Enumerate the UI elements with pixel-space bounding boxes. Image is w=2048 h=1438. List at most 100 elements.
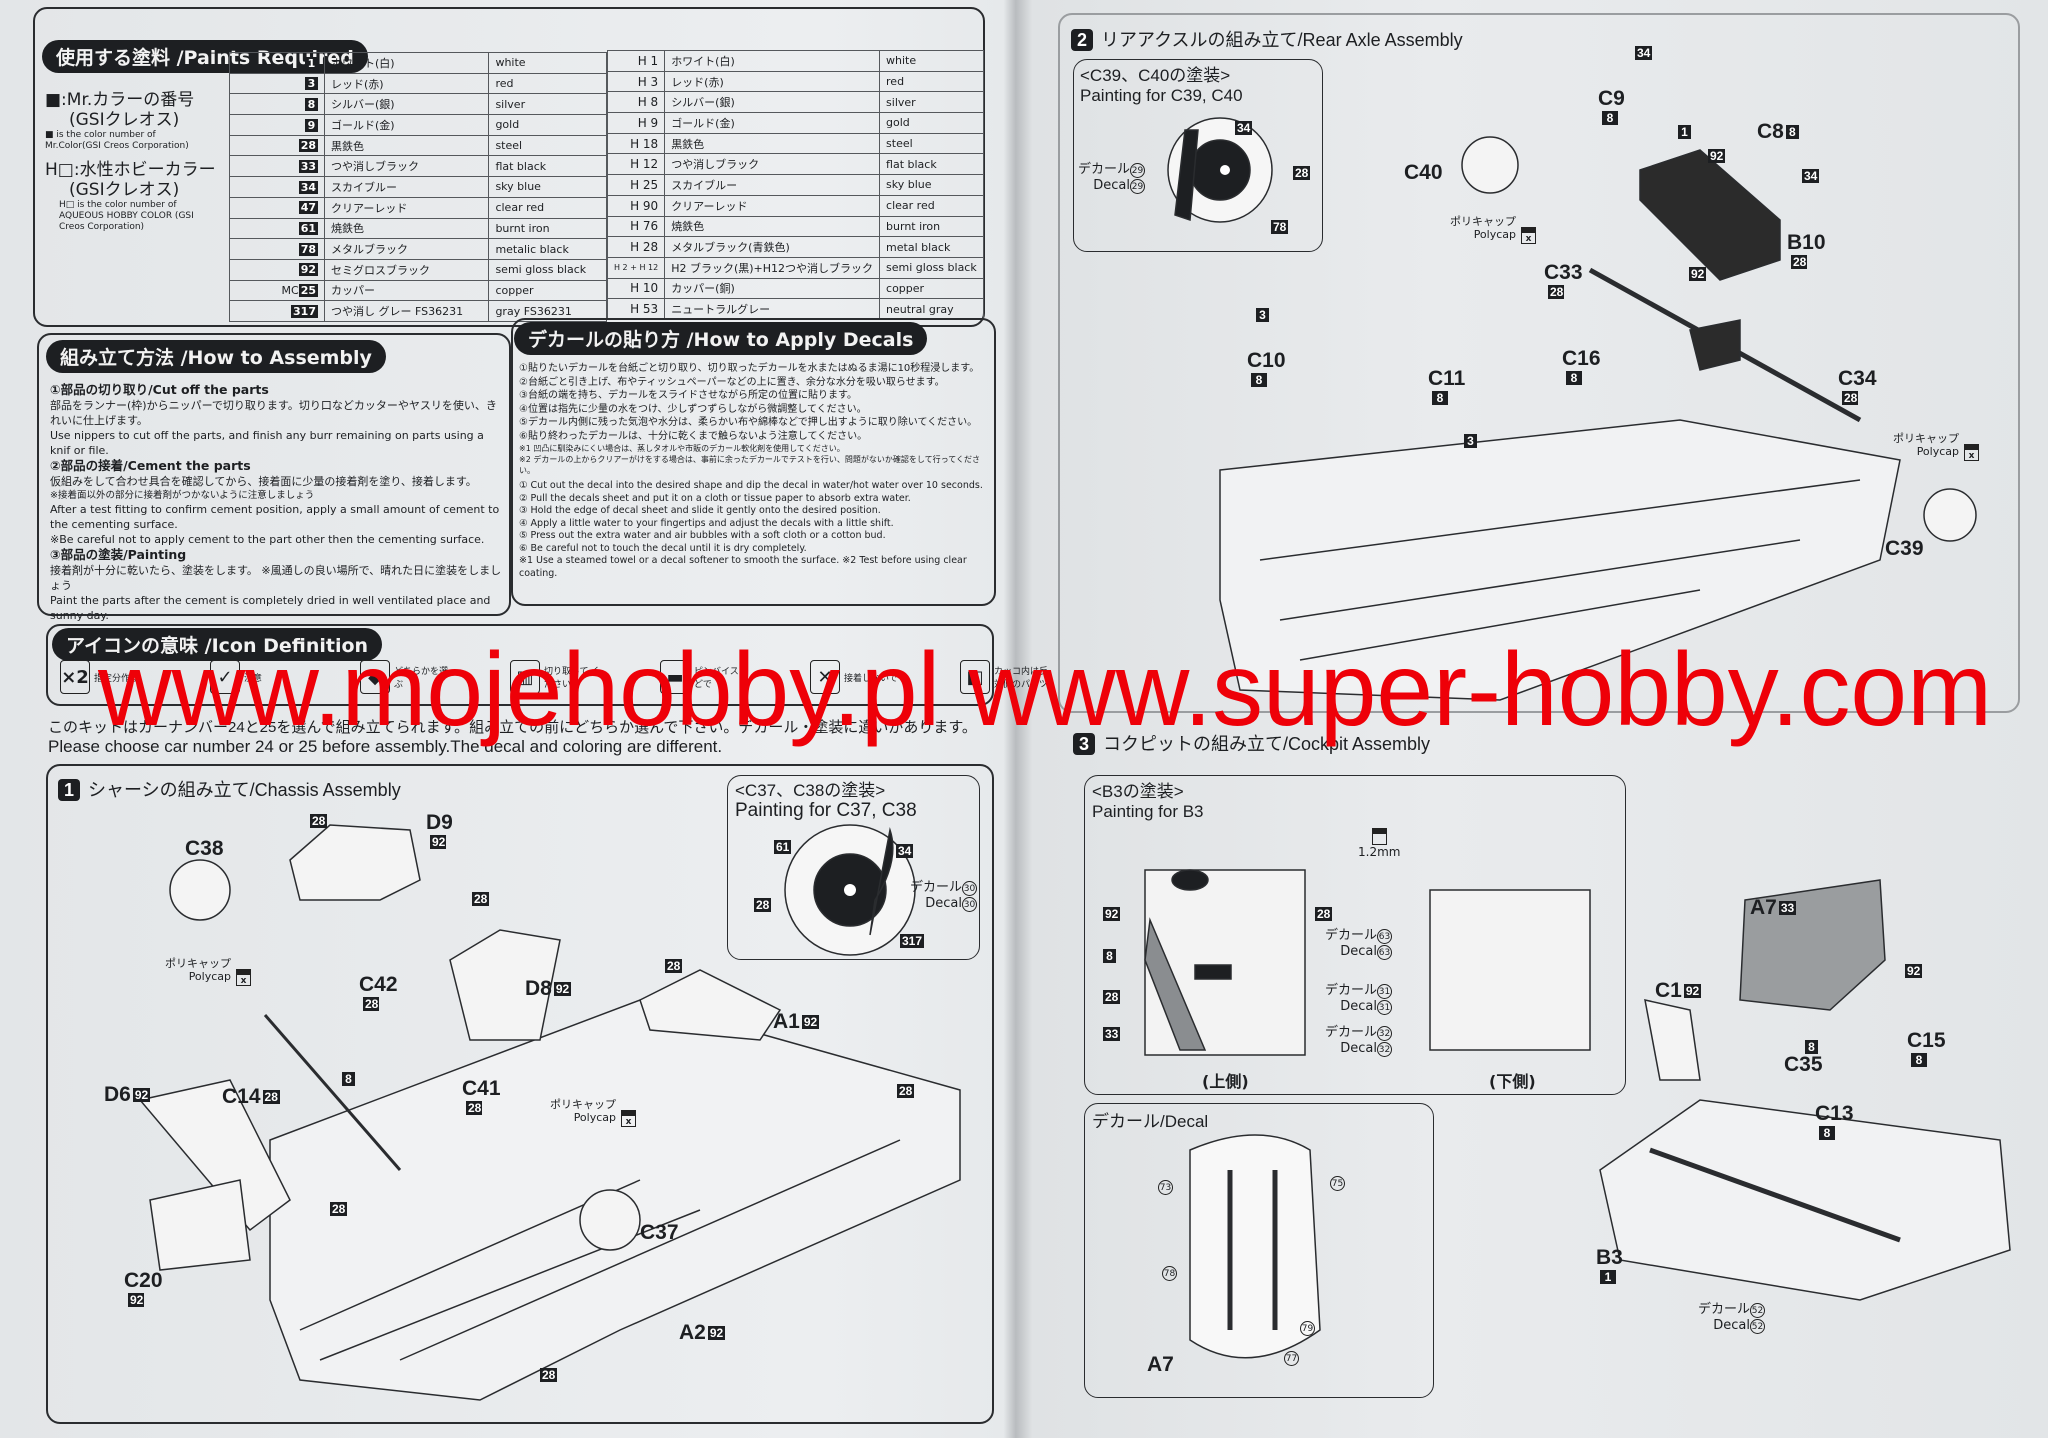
part-number: B10 (1787, 231, 1826, 254)
paint-code-badge: 1 (305, 56, 318, 70)
paint-name-jp: 黒鉄色 (664, 132, 881, 155)
step-cement-en-note: ※Be careful not to apply cement to the p… (50, 533, 485, 546)
paint-badge: 28 (1315, 907, 1333, 922)
icon-definition-glyph-icon: ▬ (660, 660, 690, 694)
rear-axle-section (1058, 13, 2020, 713)
car-number-note-en: Please choose car number 24 or 25 before… (48, 737, 723, 756)
icon-definition-item: ◆どちらかを選ぶ (360, 660, 454, 694)
polycap-en: Polycap (573, 1111, 616, 1124)
paint-badge: 8 (1819, 1126, 1835, 1140)
polycap-icon: x (1521, 226, 1536, 244)
paint-badge: 8 (1103, 949, 1116, 964)
paint-callout: 61 (772, 836, 792, 858)
polycap-jp: ポリキャップ (1450, 215, 1516, 228)
paint-name-en: copper (879, 277, 984, 300)
painting-title-en: Painting for C37, C38 (735, 800, 917, 821)
paint-badge: 3 (1464, 434, 1477, 449)
paint-name-en: burnt iron (488, 217, 607, 240)
painting-title-jp: <C37、C38の塗装> (735, 781, 886, 800)
paint-code-cell: H 8 (606, 91, 666, 114)
paint-badge: 92 (1689, 267, 1707, 282)
paint-name-jp: カッパー (323, 279, 490, 302)
icon-definition-text: 接着しないで (844, 673, 898, 684)
assembly-text: ①部品の切り取り/Cut off the parts 部品をランナー(枠)からニ… (50, 382, 502, 623)
seat-decal-title: デカール/Decal (1092, 1112, 1209, 1131)
paint-name-en: silver (879, 91, 984, 114)
c20-part-drawing (149, 1179, 251, 1271)
icon-definition-item: ✕接着しないで (810, 660, 904, 694)
decal-word-jp: デカール (1325, 1025, 1378, 1040)
paint-badge: 34 (1235, 121, 1253, 136)
part-number: A1 (773, 1010, 800, 1033)
icon-definition-text: 注意 (244, 673, 263, 684)
polycap-en: Polycap (1916, 445, 1959, 458)
paint-code-cell: 28 (229, 134, 325, 157)
paint-name-jp: ホワイト(白) (323, 52, 490, 74)
icon-definition-section (46, 624, 994, 706)
rear-axle-title: リアアクスルの組み立て/Rear Axle Assembly (1101, 30, 1463, 50)
cockpit-assembly-title: コクピットの組み立て/Cockpit Assembly (1103, 734, 1431, 754)
decal-step-en: ⑥ Be careful not to touch the decal unti… (519, 542, 807, 554)
car-number-note: このキットはカーナンバー24と25を選んで組み立てられます。組み立ての前にどちら… (48, 718, 977, 756)
decals-section (511, 318, 996, 606)
legend-mr: ■:Mr.カラーの番号 (45, 90, 195, 110)
assembly-title: 組み立て方法 /How to Assembly (46, 340, 386, 373)
paint-callout: 3 (1254, 304, 1269, 326)
paint-callout: 317 (898, 930, 925, 952)
paint-badge: 28 (363, 997, 379, 1011)
upper-side-label: (上側) (1202, 1072, 1249, 1091)
paint-callout: 28 (308, 810, 328, 832)
paint-callout: 34 (1233, 117, 1253, 139)
part-number: B3 (1596, 1246, 1623, 1269)
paint-name-jp: レッド(赤) (664, 70, 881, 93)
paint-badge: 92 (707, 1326, 726, 1341)
paint-callout: 8 (1101, 945, 1116, 967)
painting-title-jp: <C39、C40の塗装> (1080, 66, 1231, 85)
step-cement-jp: 仮組みをして合わせ具合を確認してから、接着面に少量の接着剤を塗り、接着します。 (50, 475, 477, 488)
paint-name-jp: メタルブラック (323, 238, 490, 260)
decal-step-jp: ②台紙ごと引き上げ、布やティッシュペーパーなどの上に置き、余分な水分を吸い取らせ… (519, 376, 945, 388)
a7-seat-drawing (1739, 879, 1886, 1011)
part-number: C1 (1655, 979, 1682, 1002)
part-label-c38: C38 (185, 838, 224, 860)
paint-callout: 92 (1101, 903, 1121, 925)
paints-section (33, 7, 985, 327)
paint-code-badge: 9 (305, 118, 318, 132)
part-number: C40 (1404, 161, 1443, 184)
paint-name-en: copper (488, 279, 607, 302)
drill-icon (1371, 828, 1387, 845)
icon-definition-glyph-icon: ×2 (60, 660, 90, 694)
paint-badge: 61 (774, 840, 792, 855)
icon-definition-glyph-icon: ▥ (510, 660, 540, 694)
decal-note-jp: ※2 デカールの上からクリアーがけをする場合は、事前に余ったデカールでテストを行… (519, 455, 980, 475)
part-number: C37 (640, 1221, 679, 1244)
legend-h-en: H□ is the color number of AQUEOUS HOBBY … (59, 200, 194, 232)
paint-callout: 28 (1101, 986, 1121, 1008)
icon-definition-glyph-icon: ◧ (960, 660, 990, 694)
paint-code-cell: 8 (229, 93, 325, 116)
cockpit-floor-drawing (1599, 1099, 2011, 1301)
paint-badge: 28 (472, 892, 490, 907)
paint-badge: 28 (330, 1202, 348, 1217)
part-label-c39: C39 (1885, 538, 1924, 560)
gearbox-drawing (1639, 149, 1781, 281)
part-number: D9 (426, 811, 453, 834)
paint-code-cell: 317 (229, 300, 325, 322)
paint-badge: 78 (1271, 220, 1289, 235)
